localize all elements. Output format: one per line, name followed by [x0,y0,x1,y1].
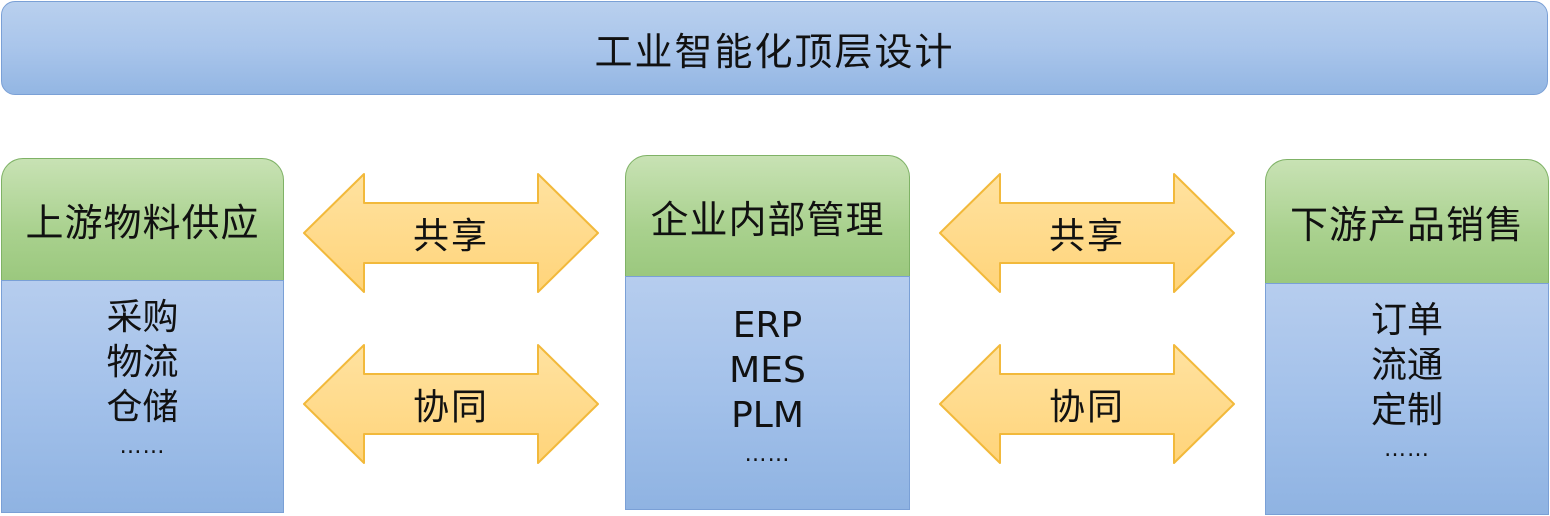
upstream-header: 上游物料供应 [1,158,284,280]
enterprise-item-plm: PLM [731,395,804,436]
downstream-item-circulation: 流通 [1370,345,1443,386]
downstream-item-customization: 定制 [1370,390,1443,431]
left-share-label: 共享 [412,216,489,257]
enterprise-header: 企业内部管理 [625,155,910,276]
downstream-body: 订单 流通 定制 …… [1265,283,1549,515]
right-collab-label: 协同 [1048,387,1125,428]
downstream-header-label: 下游产品销售 [1289,203,1524,247]
upstream-header-label: 上游物料供应 [25,201,260,245]
downstream-column: 下游产品销售 订单 流通 定制 …… [1265,159,1549,515]
enterprise-column: 企业内部管理 ERP MES PLM …… [625,155,910,510]
left-share-arrow: 共享 [302,172,600,294]
enterprise-item-mes: MES [729,350,806,391]
right-share-arrow: 共享 [938,172,1236,294]
enterprise-item-erp: ERP [732,305,803,346]
downstream-item-order: 订单 [1370,300,1443,341]
upstream-item-ellipsis: …… [119,434,166,459]
top-banner: 工业智能化顶层设计 [1,1,1548,95]
enterprise-header-label: 企业内部管理 [650,197,885,242]
upstream-item-warehouse: 仓储 [106,387,179,428]
left-collab-label: 协同 [412,387,489,428]
double-arrow-icon [939,173,1235,293]
upstream-item-logistics: 物流 [106,342,179,383]
double-arrow-icon [303,173,599,293]
upstream-column: 上游物料供应 采购 物流 仓储 …… [1,158,284,513]
double-arrow-icon [939,344,1235,464]
enterprise-item-ellipsis: …… [744,442,791,467]
upstream-body: 采购 物流 仓储 …… [1,280,284,513]
upstream-item-purchase: 采购 [106,297,179,338]
left-collab-arrow: 协同 [302,343,600,465]
downstream-item-ellipsis: …… [1384,437,1430,462]
downstream-header: 下游产品销售 [1265,159,1549,283]
right-collab-arrow: 协同 [938,343,1236,465]
right-share-label: 共享 [1048,216,1125,257]
enterprise-body: ERP MES PLM …… [625,276,910,510]
double-arrow-icon [303,344,599,464]
banner-title: 工业智能化顶层设计 [594,29,955,74]
